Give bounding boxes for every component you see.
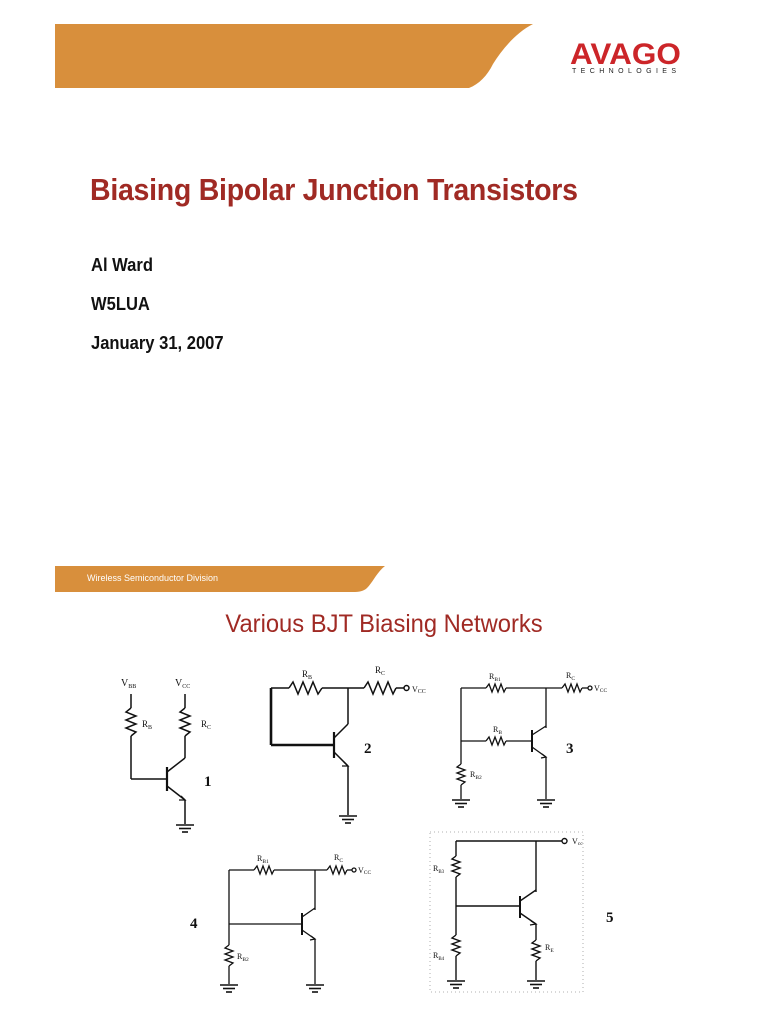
circuit-1-number: 1 — [204, 774, 212, 790]
circuit-5-re-label: RE — [545, 943, 554, 954]
circuit-1-vcc-label: VCC — [175, 678, 190, 690]
circuit-2-rb-label: RB — [302, 669, 312, 681]
logo-wordmark: AVAGO — [570, 38, 681, 71]
orange-header-banner — [55, 24, 533, 88]
circuit-3-rb2-label: RB2 — [470, 770, 482, 781]
title-slide: AVAGO TECHNOLOGIES Biasing Bipolar Junct… — [55, 24, 681, 353]
circuit-1 — [123, 694, 195, 833]
circuit-3-vcc-label: VCC — [594, 684, 607, 694]
circuit-1-rb-label: RB — [142, 719, 152, 731]
circuit-5 — [446, 837, 568, 989]
presentation-date: January 31, 2007 — [91, 333, 224, 353]
circuit-4-rb2-label: RB2 — [237, 952, 249, 963]
circuit-5-frame — [429, 831, 584, 993]
circuit-2 — [269, 680, 410, 824]
circuit-5-rb3-label: RB3 — [433, 864, 445, 875]
slide-title: Various BJT Biasing Networks — [225, 610, 543, 638]
circuit-diagrams: VBB VCC RB RC 1 RB RC VCC 2 — [121, 665, 614, 993]
division-label: Wireless Semiconductor Division — [87, 573, 219, 583]
circuit-3-rb-label: RB — [493, 725, 502, 736]
circuit-3-rb1-label: RB1 — [489, 672, 501, 683]
circuit-4-vcc-label: VCC — [358, 866, 371, 876]
circuit-4-number: 4 — [190, 916, 198, 932]
circuit-4 — [219, 864, 357, 993]
division-banner — [55, 566, 385, 592]
circuit-5-number: 5 — [606, 910, 614, 926]
author-name: Al Ward — [91, 255, 153, 275]
circuit-2-vcc-label: VCC — [412, 685, 426, 695]
circuit-1-vbb-label: VBB — [121, 678, 136, 690]
logo-subtitle: TECHNOLOGIES — [572, 68, 681, 75]
circuit-4-rb1-label: RB1 — [257, 854, 269, 865]
circuit-2-rc-label: RC — [375, 665, 385, 677]
circuit-3-number: 3 — [566, 741, 574, 757]
circuit-2-number: 2 — [364, 741, 372, 757]
circuit-1-rc-label: RC — [201, 719, 211, 731]
presentation-title: Biasing Bipolar Junction Transistors — [90, 172, 578, 207]
circuit-5-rb4-label: RB4 — [433, 951, 445, 962]
circuit-3 — [451, 682, 593, 808]
circuit-5-vcc-label: Vcc — [572, 837, 583, 847]
author-callsign: W5LUA — [91, 294, 150, 314]
circuit-4-rc-label: RC — [334, 853, 343, 864]
circuit-3-rc-label: RC — [566, 671, 575, 682]
biasing-networks-slide: Wireless Semiconductor Division Various … — [0, 560, 768, 1024]
